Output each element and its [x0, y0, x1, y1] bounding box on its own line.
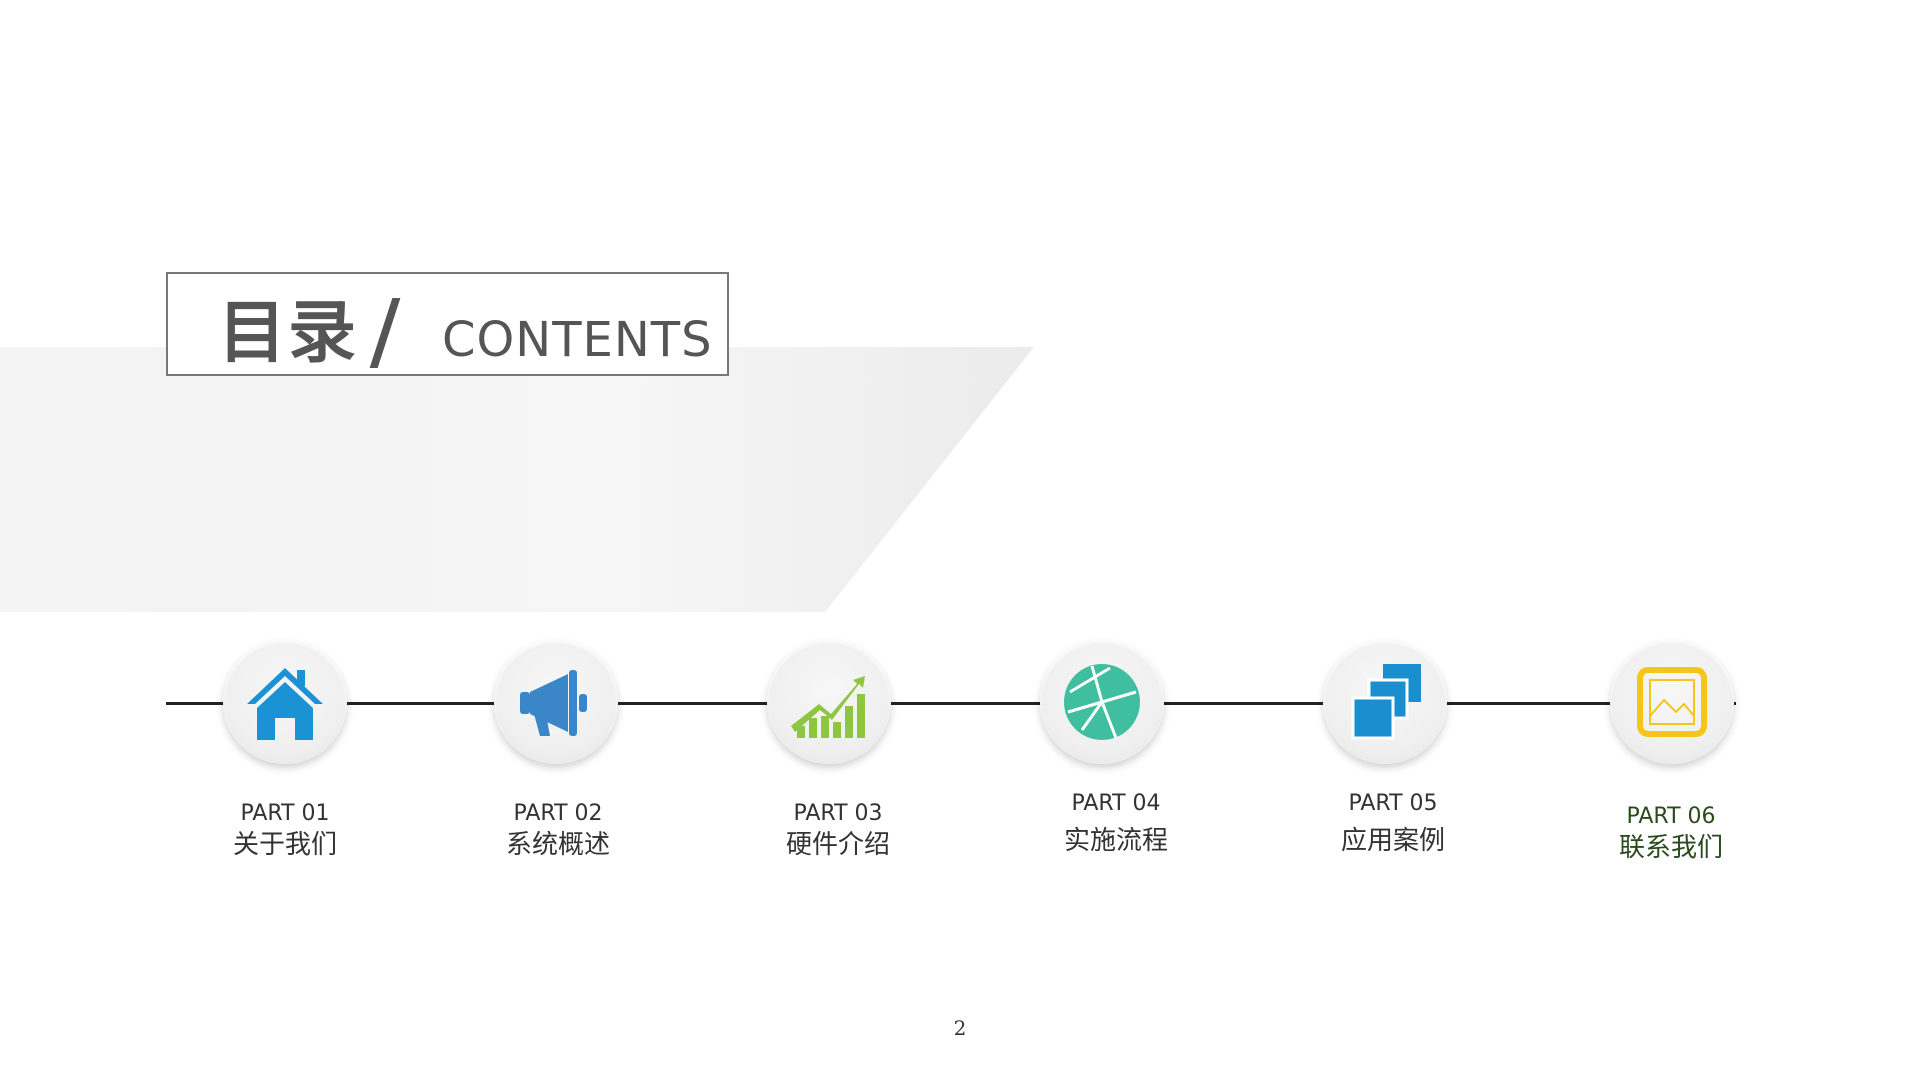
part-number: PART 04: [1071, 791, 1161, 816]
part-number: PART 05: [1348, 791, 1438, 816]
title-box: 目录 CONTENTS: [166, 272, 729, 376]
home-icon: [247, 668, 323, 740]
title-english: CONTENTS: [442, 312, 713, 368]
growth-chart-icon: [791, 676, 865, 738]
stacked-squares-icon: [1351, 664, 1421, 740]
title-separator: [369, 298, 401, 368]
part-number: PART 01: [240, 801, 330, 826]
part-number: PART 06: [1626, 804, 1716, 829]
network-globe-icon: [1064, 664, 1140, 740]
megaphone-icon: [520, 670, 587, 736]
part-06-node[interactable]: [1610, 640, 1734, 764]
part-title: 联系我们: [1618, 833, 1723, 863]
part-05-label[interactable]: PART 05 应用案例: [1283, 790, 1503, 858]
part-01-label[interactable]: PART 01 关于我们: [175, 800, 395, 862]
title-chinese: 目录: [218, 294, 359, 373]
part-03-node[interactable]: [767, 640, 891, 764]
picture-frame-icon: [1637, 667, 1707, 737]
part-title: 系统概述: [505, 830, 610, 860]
timeline-line: [166, 702, 1736, 705]
part-title: 硬件介绍: [785, 830, 890, 860]
part-06-label[interactable]: PART 06 联系我们: [1561, 803, 1781, 865]
part-number: PART 02: [513, 801, 603, 826]
part-04-node[interactable]: [1040, 640, 1164, 764]
part-02-node[interactable]: [494, 640, 618, 764]
part-02-label[interactable]: PART 02 系统概述: [448, 800, 668, 862]
part-number: PART 03: [793, 801, 883, 826]
background-band: [0, 347, 1034, 612]
part-title: 应用案例: [1340, 826, 1445, 856]
part-title: 关于我们: [232, 830, 337, 860]
part-01-node[interactable]: [223, 640, 347, 764]
part-title: 实施流程: [1063, 826, 1168, 856]
page-number: 2: [953, 1016, 967, 1040]
part-05-node[interactable]: [1323, 640, 1447, 764]
part-04-label[interactable]: PART 04 实施流程: [1006, 790, 1226, 858]
part-03-label[interactable]: PART 03 硬件介绍: [728, 800, 948, 862]
